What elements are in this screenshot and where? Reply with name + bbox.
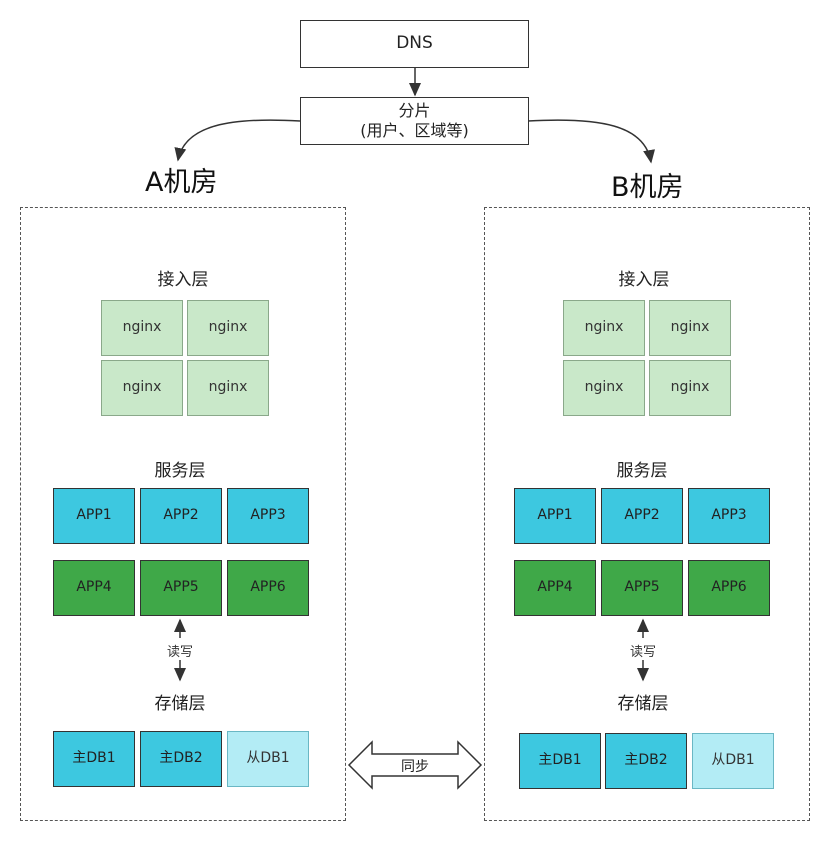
room-b-nginx-3: nginx — [563, 360, 645, 416]
app-label: APP1 — [76, 507, 112, 524]
app-label: APP6 — [711, 579, 747, 596]
db-label: 主DB1 — [72, 750, 116, 767]
room-a-db-slave-1: 从DB1 — [227, 731, 309, 787]
shard-to-room-a-arrow — [174, 119, 301, 162]
room-a-zone — [20, 207, 346, 821]
room-b-db-slave-1: 从DB1 — [692, 733, 774, 789]
room-b-nginx-4: nginx — [649, 360, 731, 416]
room-b-storage-layer-title: 存储层 — [617, 694, 669, 714]
app-label: APP3 — [711, 507, 747, 524]
nginx-label: nginx — [122, 379, 162, 396]
db-label: 从DB1 — [711, 752, 755, 769]
shard-label-line1: 分片 — [398, 101, 431, 120]
room-b-app2: APP2 — [601, 488, 683, 544]
nginx-label: nginx — [670, 319, 710, 336]
room-a-title: A机房 — [145, 167, 218, 198]
room-a-app4: APP4 — [53, 560, 135, 616]
app-label: APP4 — [537, 579, 573, 596]
nginx-label: nginx — [208, 379, 248, 396]
room-a-storage-layer-title: 存储层 — [154, 694, 206, 714]
nginx-label: nginx — [584, 319, 624, 336]
app-label: APP5 — [624, 579, 660, 596]
sync-block-arrow — [347, 740, 483, 790]
room-a-app1: APP1 — [53, 488, 135, 544]
nginx-label: nginx — [208, 319, 248, 336]
room-b-app1: APP1 — [514, 488, 596, 544]
app-label: APP1 — [537, 507, 573, 524]
db-label: 主DB1 — [538, 752, 582, 769]
room-b-title: B机房 — [611, 172, 684, 203]
room-b-app3: APP3 — [688, 488, 770, 544]
room-b-service-layer-title: 服务层 — [616, 461, 668, 481]
app-label: APP2 — [163, 507, 199, 524]
room-a-access-layer-title: 接入层 — [157, 270, 209, 290]
nginx-label: nginx — [670, 379, 710, 396]
app-label: APP3 — [250, 507, 286, 524]
room-b-zone — [484, 207, 810, 821]
room-b-access-layer-title: 接入层 — [618, 270, 670, 290]
shard-label-line2: (用户、区域等) — [360, 121, 469, 140]
sync-label: 同步 — [401, 759, 429, 775]
db-label: 主DB2 — [159, 750, 203, 767]
app-label: APP6 — [250, 579, 286, 596]
room-b-app5: APP5 — [601, 560, 683, 616]
app-label: APP5 — [163, 579, 199, 596]
room-a-nginx-4: nginx — [187, 360, 269, 416]
room-a-app6: APP6 — [227, 560, 309, 616]
room-a-db-main-2: 主DB2 — [140, 731, 222, 787]
nginx-label: nginx — [122, 319, 162, 336]
room-a-nginx-3: nginx — [101, 360, 183, 416]
room-a-nginx-2: nginx — [187, 300, 269, 356]
shard-to-room-b-arrow — [527, 119, 655, 164]
room-b-nginx-2: nginx — [649, 300, 731, 356]
room-a-nginx-1: nginx — [101, 300, 183, 356]
room-a-app5: APP5 — [140, 560, 222, 616]
dns-box: DNS — [300, 20, 529, 68]
room-b-rw-label: 读写 — [623, 641, 663, 660]
room-a-app2: APP2 — [140, 488, 222, 544]
room-b-nginx-1: nginx — [563, 300, 645, 356]
db-label: 从DB1 — [246, 750, 290, 767]
room-a-app3: APP3 — [227, 488, 309, 544]
shard-box: 分片 (用户、区域等) — [300, 97, 529, 145]
room-a-service-layer-title: 服务层 — [154, 461, 206, 481]
room-b-app4: APP4 — [514, 560, 596, 616]
room-a-db-main-1: 主DB1 — [53, 731, 135, 787]
dns-label: DNS — [396, 33, 433, 54]
nginx-label: nginx — [584, 379, 624, 396]
app-label: APP2 — [624, 507, 660, 524]
room-b-app6: APP6 — [688, 560, 770, 616]
app-label: APP4 — [76, 579, 112, 596]
db-label: 主DB2 — [624, 752, 668, 769]
room-a-rw-label: 读写 — [160, 641, 200, 660]
room-b-db-main-1: 主DB1 — [519, 733, 601, 789]
room-b-db-main-2: 主DB2 — [605, 733, 687, 789]
